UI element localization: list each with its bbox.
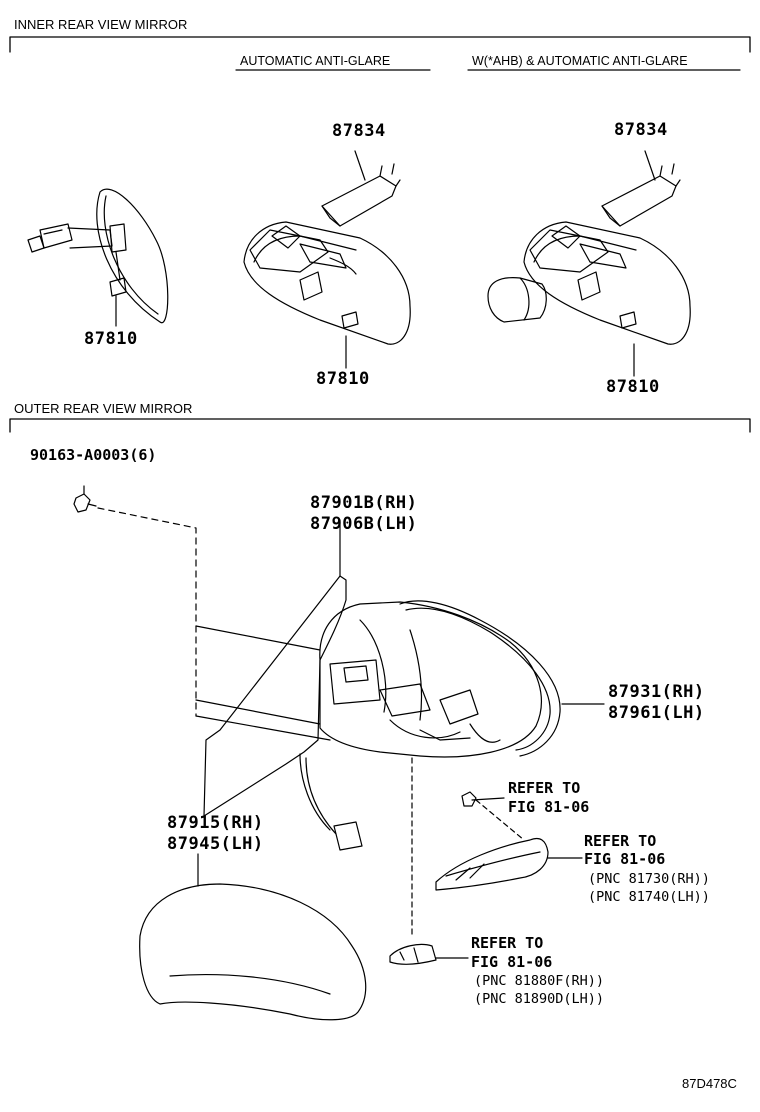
part-number-ahb-cover: 87834 — [614, 120, 668, 140]
part-number-visor-lh: 87961(LH) — [608, 703, 705, 723]
auto-mirror-drawing — [243, 221, 411, 369]
ahb-mirror-drawing — [487, 221, 691, 377]
outer-mirror-cover — [139, 853, 367, 1021]
side-lamp-ref-pnc-lh: (PNC 81890D(LH)) — [474, 991, 605, 1007]
part-number-auto-mirror: 87810 — [316, 369, 370, 389]
part-number-cover-rh: 87915(RH) — [167, 813, 264, 833]
outer-section-frame — [9, 418, 751, 433]
side-lamp-ref-pnc-rh: (PNC 81880F(RH)) — [474, 973, 605, 989]
auto-cover-drawing — [321, 150, 401, 227]
outer-mirror-glass — [203, 519, 347, 817]
screw-ref-line1: REFER TO — [508, 779, 581, 797]
outer-mirror-base — [195, 625, 331, 741]
part-number-screw: 90163-A0003(6) — [30, 446, 157, 464]
figure-code: 87D478C — [682, 1076, 737, 1091]
turn-lamp-ref-line1: REFER TO — [584, 832, 657, 850]
outer-mirror-housing — [299, 601, 542, 939]
part-number-visor-rh: 87931(RH) — [608, 682, 705, 702]
screw-ref-line2: FIG 81-06 — [508, 798, 590, 816]
turn-lamp-ref-pnc-rh: (PNC 81730(RH)) — [588, 871, 710, 887]
screw-drawing — [73, 485, 197, 717]
part-number-cover-lh: 87945(LH) — [167, 834, 264, 854]
part-number-inner-basic-mirror: 87810 — [84, 329, 138, 349]
side-marker-lamp — [389, 943, 469, 965]
inner-section-frame — [9, 36, 751, 53]
turn-lamp-screw — [461, 791, 525, 841]
side-lamp-ref-line1: REFER TO — [471, 934, 544, 952]
part-number-auto-cover: 87834 — [332, 121, 386, 141]
part-number-mirror-assy-rh: 87901B(RH) — [310, 493, 418, 513]
turn-lamp-ref-pnc-lh: (PNC 81740(LH)) — [588, 889, 710, 905]
turn-lamp-ref-line2: FIG 81-06 — [584, 850, 666, 868]
part-number-ahb-mirror: 87810 — [606, 377, 660, 397]
subheader-ahb-antiglare: W(*AHB) & AUTOMATIC ANTI-GLARE — [472, 54, 688, 68]
inner-basic-mirror-drawing — [27, 188, 169, 327]
subheader-auto-antiglare: AUTOMATIC ANTI-GLARE — [240, 54, 391, 68]
ahb-cover-drawing — [601, 150, 681, 227]
side-lamp-ref-line2: FIG 81-06 — [471, 953, 553, 971]
part-number-mirror-assy-lh: 87906B(LH) — [310, 514, 418, 534]
section-title-outer: OUTER REAR VIEW MIRROR — [14, 401, 193, 416]
section-title-inner: INNER REAR VIEW MIRROR — [14, 17, 188, 32]
outer-mirror-visor — [399, 600, 605, 757]
turn-signal-lamp — [435, 837, 583, 891]
